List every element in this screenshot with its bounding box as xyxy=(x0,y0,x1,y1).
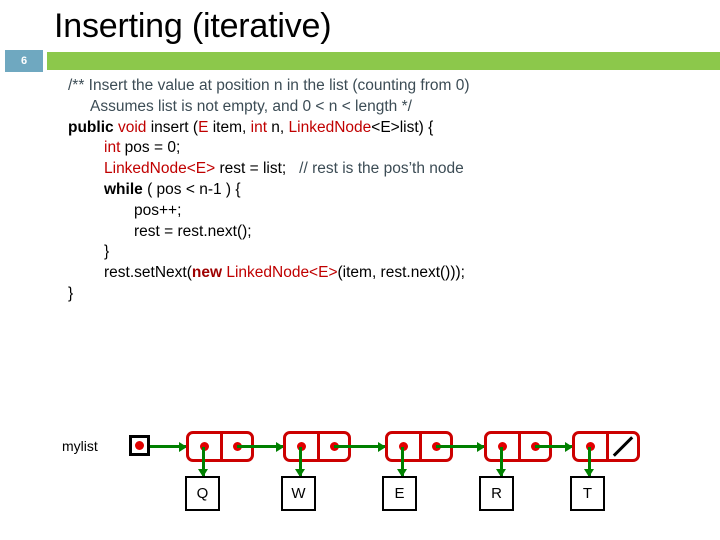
code-token: LinkedNode<E> xyxy=(104,160,216,178)
code-token: pos++; xyxy=(134,201,182,219)
code-token: // rest is the pos’th node xyxy=(299,160,464,178)
code-line: /** Insert the value at position n in th… xyxy=(68,76,708,97)
list-node xyxy=(186,431,254,462)
code-line: } xyxy=(68,284,708,305)
value-box-label: E xyxy=(394,485,405,502)
code-token: LinkedNode xyxy=(288,118,372,136)
arrow-node-0-to-node-1 xyxy=(237,441,284,452)
list-node xyxy=(283,431,351,462)
code-line: rest.setNext(new LinkedNode<E>(item, res… xyxy=(68,263,708,284)
code-token: Assumes list is not empty, and 0 < n < l… xyxy=(90,97,412,115)
code-line: pos++; xyxy=(68,201,708,222)
node-next-cell xyxy=(606,434,637,459)
node-next-cell xyxy=(317,434,348,459)
arrow-node-3-to-node-4 xyxy=(535,441,573,452)
value-box-label: Q xyxy=(196,485,209,502)
code-token: int xyxy=(104,139,121,157)
value-box-label: T xyxy=(582,485,593,502)
code-token: ( pos < n-1 ) { xyxy=(142,180,241,198)
value-box: W xyxy=(281,476,316,511)
value-box-label: R xyxy=(491,485,502,502)
code-token: LinkedNode<E> xyxy=(226,264,338,282)
arrow-node-4-to-value xyxy=(584,446,594,477)
code-token: pos = 0; xyxy=(120,139,181,157)
value-box: T xyxy=(570,476,605,511)
data-pointer-dot-icon xyxy=(586,442,595,451)
code-token: rest = rest.next(); xyxy=(134,222,252,240)
node-data-cell xyxy=(388,434,419,459)
node-data-cell xyxy=(575,434,606,459)
node-data-cell xyxy=(286,434,317,459)
code-token: } xyxy=(104,243,110,261)
mylist-pointer-label: mylist xyxy=(62,438,98,454)
code-token: public xyxy=(68,118,114,136)
arrow-node-0-to-value xyxy=(198,446,208,477)
code-line: } xyxy=(68,242,708,263)
arrow-node-3-to-value xyxy=(496,446,506,477)
arrow-node-1-to-node-2 xyxy=(334,441,386,452)
data-pointer-dot-icon xyxy=(399,442,408,451)
code-line: Assumes list is not empty, and 0 < n < l… xyxy=(68,97,708,118)
node-next-cell xyxy=(419,434,450,459)
node-next-cell xyxy=(220,434,251,459)
code-block: /** Insert the value at position n in th… xyxy=(68,76,708,305)
code-token: /** Insert the value at position n in th… xyxy=(68,77,470,94)
value-box: E xyxy=(382,476,417,511)
pointer-dot-icon xyxy=(135,441,144,450)
arrow-head-to-node-0 xyxy=(150,441,187,452)
code-token: int xyxy=(250,118,267,136)
code-line: public void insert (E item, int n, Linke… xyxy=(68,118,708,139)
arrow-node-2-to-node-3 xyxy=(436,441,485,452)
code-line: LinkedNode<E> rest = list; // rest is th… xyxy=(68,159,708,180)
list-node xyxy=(484,431,552,462)
code-token: while xyxy=(104,180,143,198)
arrow-node-2-to-value xyxy=(397,446,407,477)
code-token: E xyxy=(198,118,209,136)
list-node xyxy=(385,431,453,462)
code-token: item, xyxy=(208,118,251,136)
node-data-cell xyxy=(189,434,220,459)
code-token: } xyxy=(68,284,74,302)
arrow-node-1-to-value xyxy=(295,446,305,477)
code-line: while ( pos < n-1 ) { xyxy=(68,180,708,201)
next-pointer-dot-icon xyxy=(530,442,540,451)
code-line: rest = rest.next(); xyxy=(68,222,708,243)
list-node xyxy=(572,431,640,462)
data-pointer-dot-icon xyxy=(200,442,209,451)
next-pointer-dot-icon xyxy=(431,442,441,451)
data-pointer-dot-icon xyxy=(498,442,507,451)
code-token: rest = list; xyxy=(215,160,300,178)
next-pointer-dot-icon xyxy=(329,442,339,451)
code-token: <E>list) { xyxy=(371,118,434,136)
slide-number-badge: 6 xyxy=(5,50,43,72)
code-token: rest.setNext( xyxy=(104,264,192,282)
value-box: R xyxy=(479,476,514,511)
code-token: void xyxy=(117,118,147,136)
node-data-cell xyxy=(487,434,518,459)
header-accent-bar xyxy=(47,52,720,70)
data-pointer-dot-icon xyxy=(297,442,306,451)
code-token: insert ( xyxy=(146,118,199,136)
value-box: Q xyxy=(185,476,220,511)
code-line: int pos = 0; xyxy=(68,138,708,159)
null-slash-icon xyxy=(612,436,634,457)
value-box-label: W xyxy=(291,485,306,502)
code-token: n, xyxy=(267,118,289,136)
mylist-pointer-box xyxy=(129,435,150,456)
code-token: (item, rest.next())); xyxy=(337,264,465,282)
page-title: Inserting (iterative) xyxy=(54,7,332,45)
node-next-cell xyxy=(518,434,549,459)
code-token: new xyxy=(191,264,223,282)
next-pointer-dot-icon xyxy=(232,442,242,451)
